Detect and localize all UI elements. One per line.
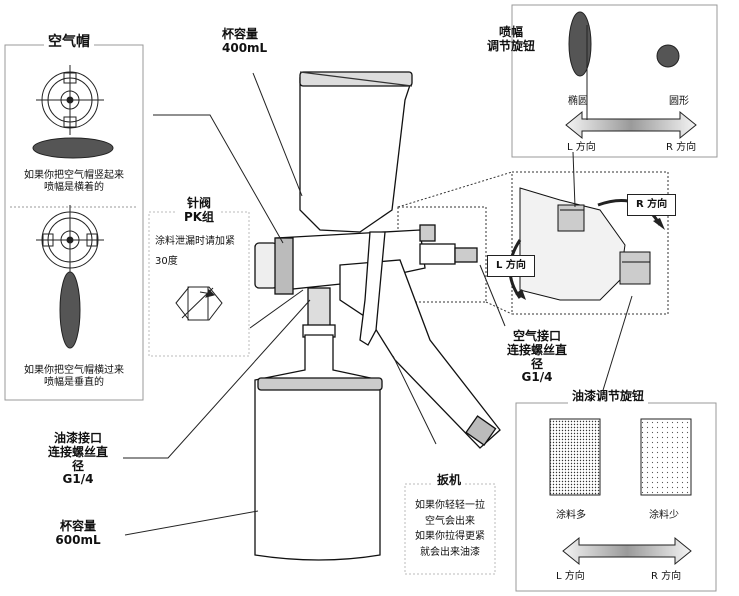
- dial-r-direction: R 方向: [627, 194, 677, 216]
- trigger-desc-line-1: 如果你轻轻一拉: [415, 500, 485, 511]
- ellipse-pattern-icon: [568, 11, 592, 77]
- spray-width-title-line-1: 喷幅: [498, 25, 523, 39]
- paint-inlet-line-1: 油漆接口: [53, 431, 102, 445]
- needle-panel: [148, 211, 250, 357]
- needle-desc-2: 30度: [155, 256, 178, 267]
- more-paint-swatch: [549, 418, 601, 496]
- air-inlet-line-3: 径: [530, 356, 543, 371]
- spray-width-left-dir: L 方向: [567, 142, 596, 153]
- paint-knob-right-dir: R 方向: [651, 571, 682, 582]
- needle-desc: 涂料泄漏时请加紧: [155, 236, 235, 247]
- air-cap-horizontal-icon: [36, 205, 104, 275]
- cup-top-line-1: 杯容量: [222, 27, 259, 41]
- paint-inlet-line-4: G1/4: [62, 472, 94, 487]
- air-cap-text-1: 如果你把空气帽竖起来 喷幅是横着的: [10, 170, 138, 193]
- spray-width-title-line-2: 调节旋钮: [486, 38, 535, 53]
- spray-gun-body: [254, 71, 501, 561]
- trigger-desc: 如果你轻轻一拉 空气会出来 如果你拉得更紧 就会出来油漆: [407, 498, 493, 560]
- zoom-box-large: [511, 171, 669, 315]
- air-cap-text-1-line-2: 喷幅是横着的: [44, 181, 104, 193]
- cup-bottom-line-2: 600mL: [55, 532, 101, 547]
- air-cap-text-2-line-2: 喷幅是垂直的: [44, 376, 104, 388]
- paint-inlet-label: 油漆接口 连接螺丝直 径 G1/4: [33, 431, 123, 487]
- air-inlet-label: 空气接口 连接螺丝直 径 G1/4: [498, 329, 576, 386]
- paint-knob-direction-arrow: [562, 536, 692, 566]
- air-cap-panel: [4, 44, 144, 401]
- air-cap-vertical-icon: [36, 65, 104, 135]
- zoom-box-small: [397, 206, 487, 303]
- spray-width-panel: [511, 4, 718, 158]
- spray-width-direction-arrow: [565, 110, 697, 140]
- trigger-title: 扳机: [433, 473, 466, 488]
- spray-width-title: 喷幅 调节旋钮: [482, 25, 540, 54]
- leader-lines: [123, 25, 633, 536]
- less-paint-label: 涂料少: [649, 510, 679, 521]
- round-label: 圆形: [669, 96, 689, 107]
- more-paint-label: 涂料多: [556, 510, 586, 521]
- needle-title-line-2: PK组: [183, 209, 215, 224]
- dial-l-direction: L 方向: [487, 255, 535, 277]
- cup-top-label: 杯容量 400mL: [222, 27, 268, 56]
- zoom-knob-detail: [519, 187, 651, 301]
- spray-width-right-dir: R 方向: [666, 142, 697, 153]
- cup-top-line-2: 400mL: [222, 40, 268, 55]
- air-cap-text-1-line-1: 如果你把空气帽竖起来: [24, 170, 124, 181]
- needle-title-line-1: 针阀: [186, 196, 211, 210]
- paint-knob-title: 油漆调节旋钮: [568, 389, 649, 404]
- trigger-desc-line-3: 如果你拉得更紧: [415, 531, 485, 542]
- air-inlet-line-1: 空气接口: [512, 329, 561, 343]
- hex-nut-icon: [175, 286, 223, 321]
- horizontal-spray-ellipse: [32, 137, 114, 159]
- trigger-desc-line-2: 空气会出来: [425, 515, 475, 527]
- paint-inlet-line-2: 连接螺丝直: [47, 444, 108, 459]
- air-cap-text-2: 如果你把空气帽横过来 喷幅是垂直的: [8, 365, 140, 388]
- air-cap-text-2-line-1: 如果你把空气帽横过来: [24, 365, 124, 376]
- trigger-panel: [404, 483, 496, 575]
- trigger-desc-line-4: 就会出来油漆: [420, 546, 480, 558]
- air-cap-title: 空气帽: [44, 34, 94, 51]
- round-pattern-icon: [656, 44, 680, 68]
- ellipse-label: 椭圆: [568, 96, 588, 107]
- less-paint-swatch: [640, 418, 692, 496]
- needle-title: 针阀 PK组: [177, 196, 221, 225]
- air-inlet-line-4: G1/4: [521, 370, 553, 385]
- vertical-spray-ellipse: [59, 271, 81, 349]
- paint-inlet-line-3: 径: [71, 458, 84, 473]
- cup-bottom-line-1: 杯容量: [59, 519, 96, 533]
- cup-bottom-label: 杯容量 600mL: [48, 519, 108, 548]
- air-inlet-line-2: 连接螺丝直: [506, 342, 567, 357]
- paint-knob-left-dir: L 方向: [556, 571, 585, 582]
